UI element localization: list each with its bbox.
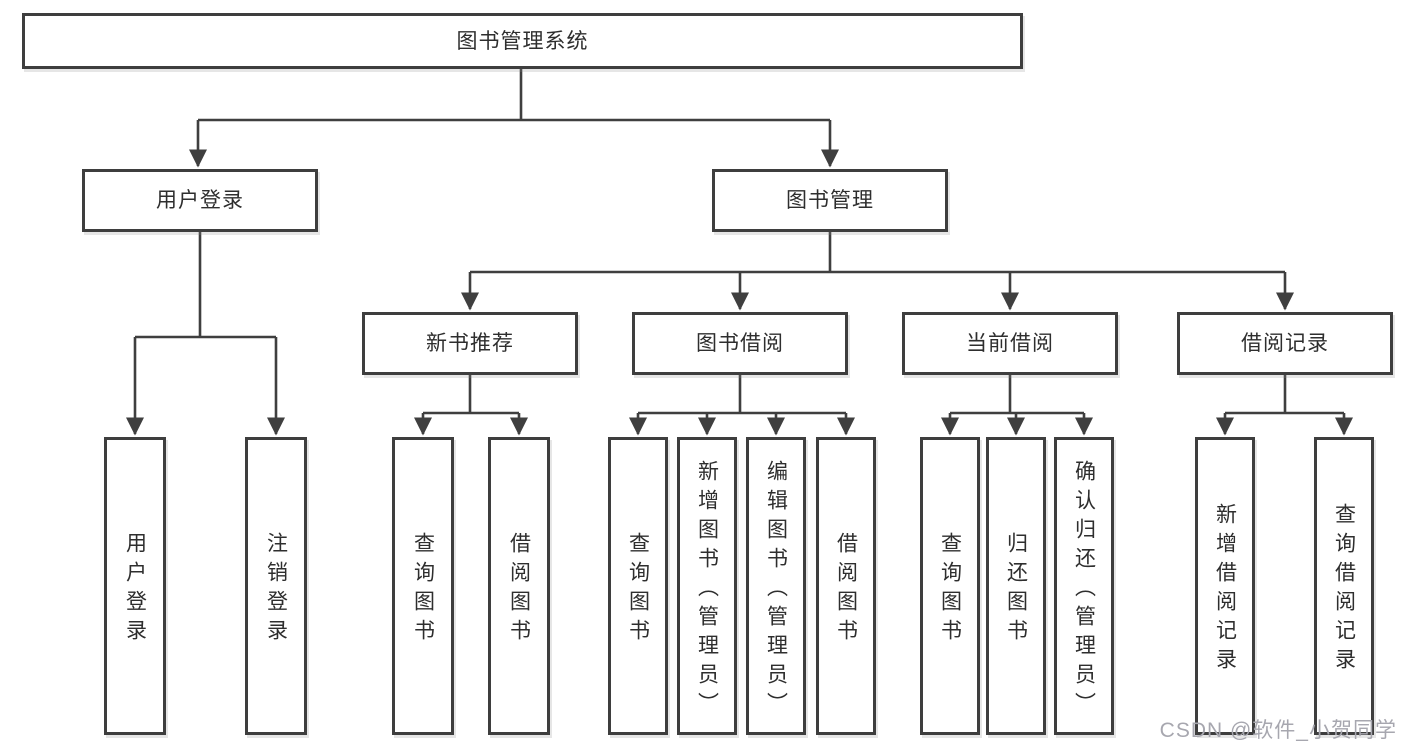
leaf-cb-confirm-return-admin: 确认归还（管理员） (1054, 437, 1114, 735)
leaf-cb-return-books: 归还图书 (986, 437, 1046, 735)
leaf-bb-query-books: 查询图书 (608, 437, 668, 735)
node-label: 借阅图书 (834, 532, 858, 648)
leaf-logout: 注销登录 (245, 437, 307, 735)
node-label: 新增借阅记录 (1213, 503, 1237, 677)
leaf-br-add-borrow-record: 新增借阅记录 (1195, 437, 1255, 735)
node-book-management: 图书管理 (712, 169, 948, 232)
connector-arrows (125, 120, 1354, 436)
node-label: 借阅图书 (507, 532, 531, 648)
node-label: 查询图书 (626, 532, 650, 648)
node-label: 新增图书（管理员） (695, 459, 719, 721)
csdn-watermark: CSDN @软件_小贺同学 (1159, 719, 1397, 742)
node-book-borrowing: 图书借阅 (632, 312, 848, 375)
node-borrowing-records: 借阅记录 (1177, 312, 1393, 375)
leaf-user-login: 用户登录 (104, 437, 166, 735)
node-new-book-recommend: 新书推荐 (362, 312, 578, 375)
node-label: 归还图书 (1004, 532, 1028, 648)
leaf-cb-query-books: 查询图书 (920, 437, 980, 735)
node-label: 图书管理 (786, 189, 874, 212)
leaf-bb-edit-books-admin: 编辑图书（管理员） (746, 437, 806, 735)
leaf-nb-borrow-books: 借阅图书 (488, 437, 550, 735)
node-label: 编辑图书（管理员） (764, 459, 788, 721)
connector-trunks (135, 69, 1344, 415)
node-current-borrowing: 当前借阅 (902, 312, 1118, 375)
node-label: 用户登录 (156, 189, 244, 212)
node-label: 用户登录 (123, 532, 147, 648)
node-label: 查询借阅记录 (1332, 503, 1356, 677)
node-label: 当前借阅 (966, 332, 1054, 355)
node-label: 确认归还（管理员） (1072, 459, 1096, 721)
leaf-bb-add-books-admin: 新增图书（管理员） (677, 437, 737, 735)
node-label: 查询图书 (411, 532, 435, 648)
node-label: 图书借阅 (696, 332, 784, 355)
node-label: 图书管理系统 (456, 29, 589, 53)
leaf-nb-query-books: 查询图书 (392, 437, 454, 735)
node-library-system: 图书管理系统 (22, 13, 1023, 69)
node-label: 查询图书 (938, 532, 962, 648)
node-label: 注销登录 (264, 532, 288, 648)
node-label: 借阅记录 (1241, 332, 1329, 355)
leaf-br-query-borrow-record: 查询借阅记录 (1314, 437, 1374, 735)
leaf-bb-borrow-books: 借阅图书 (816, 437, 876, 735)
node-label: 新书推荐 (426, 332, 514, 355)
node-user-login: 用户登录 (82, 169, 318, 232)
